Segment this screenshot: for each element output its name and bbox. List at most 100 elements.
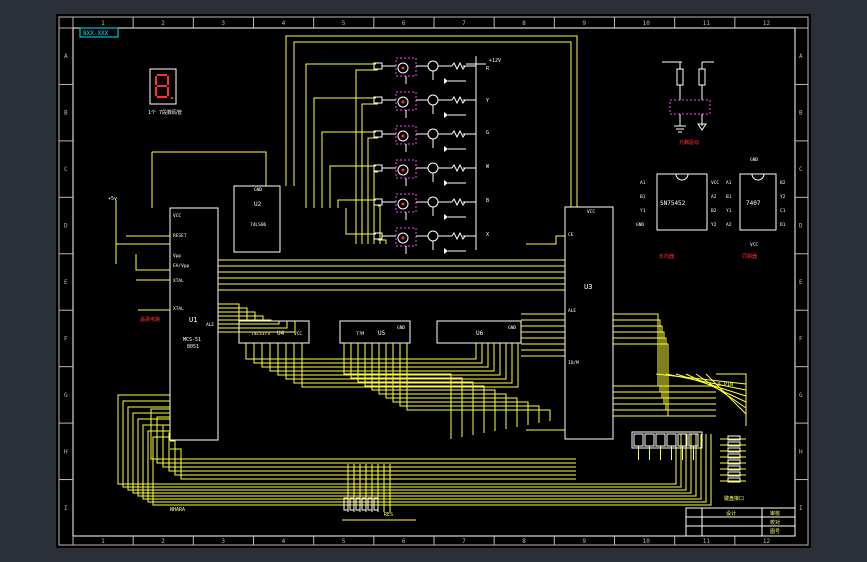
wire-net [137,418,697,497]
led-driver-stages [373,56,486,254]
wire-net [285,343,507,380]
wire-net [218,311,256,321]
wire-net [152,151,267,186]
wire-net [337,199,376,208]
wire-net [399,343,540,423]
border-col-label: 10 [643,538,651,545]
ic7407-top: GND [750,157,758,163]
wire-net [156,416,576,464]
u6-pin-gnd: GND [508,325,516,331]
border-col-label: 8 [522,538,526,545]
output-label-3: G [486,130,489,136]
border-row-label: B [64,110,68,117]
ic7407-pin-r2: Y2 [780,194,786,200]
u2-ref: U2 [254,201,262,208]
wire-net [170,440,576,476]
border-row-label: A [799,53,803,60]
border-row-label: G [799,392,803,399]
pin-header-connector [631,373,747,460]
connector-lead [695,373,747,409]
connector-lead [665,373,747,391]
border-col-label: 5 [342,538,346,545]
ic-sn75452: SN75452 A1 B1 Y1 GND VCC A2 B2 Y2 [636,173,719,231]
u1-pin-xtal1: XTAL [173,278,184,284]
sn75452-pin-l1: A1 [640,180,646,186]
wire-net [313,97,376,208]
wire-net [117,394,677,485]
title-block-row2: 校对 [770,519,780,526]
wire-net [392,343,529,425]
resistor [349,497,355,511]
driver-stage [373,192,477,220]
border-col-label: 4 [282,538,286,545]
wire-net [613,319,661,392]
u1-pin-xtal2: XTAL [173,306,184,312]
ic1-caption: 反向器 [659,253,674,260]
wire-net [285,35,578,207]
border-col-label: 3 [221,20,225,27]
border-row-label: A [64,53,68,60]
output-label-1: R [486,66,490,72]
wire-net [361,103,378,244]
sn75452-pin-r4: Y2 [711,222,717,228]
border-col-label: 10 [643,20,651,27]
u2-chip: U2 74LS06 GND [233,185,281,253]
wire-net [406,343,551,421]
wire-net [218,321,296,333]
connector-pin [688,433,699,460]
border-col-label: 11 [703,20,711,27]
wire-net [357,343,474,435]
ic7407-name: 7407 [746,200,761,207]
border-row-label: E [799,279,803,286]
border-row-label: C [799,166,803,173]
u1-pin-ale: ALE [206,322,214,328]
sn75452-pin-l2: B1 [640,194,646,200]
wire-net [321,131,376,208]
border-col-label: 9 [582,538,586,545]
border-col-label: 7 [462,20,466,27]
u1-pin-reset: RESET [173,233,187,239]
driver-stage [373,124,477,152]
connector-label: 5.PIN [718,382,733,388]
wire-net [329,165,376,208]
output-label-4: W [486,164,490,170]
connector-lead [705,373,747,415]
wire-net [218,315,264,321]
border-col-label: 7 [462,538,466,545]
ic7407-pin-r3: C1 [780,208,786,214]
connector-pin [666,433,677,460]
wire-net [367,137,378,244]
wire-net [152,434,712,506]
wire-net [293,343,513,384]
rail-vcc-label: +5v [108,196,117,202]
connector-pin [655,433,666,460]
u1-pin-ea: EA/Vpp [173,263,190,269]
border-col-label: 12 [763,20,771,27]
border-col-label: 2 [161,538,165,545]
wire-net [343,343,452,439]
title-block-row3: 审核 [770,510,780,517]
wire-net [218,321,280,325]
wire-net [218,307,248,321]
border-col-label: 6 [402,538,406,545]
keypad-resistor [727,477,741,483]
keypad-resistor [727,471,741,477]
title-block: 设计 校对 审核 图号 [685,507,796,537]
wire-net [150,408,576,460]
wire-net [613,313,659,386]
border-row-label: D [64,223,68,230]
u2-pin-gnd: GND [254,187,262,193]
driver-note: 光耦驱动 [679,139,699,146]
border-col-label: 12 [763,538,771,545]
border-col-label: 8 [522,20,526,27]
driver-stage [373,158,477,186]
connector-pin [633,433,644,460]
border-col-label: 3 [221,538,225,545]
u6-chip: U6 GND [436,320,522,344]
wire-net [218,321,288,329]
border-row-label: I [799,505,803,512]
driver-stage [373,56,477,84]
bus-label: NHARA [170,507,185,513]
